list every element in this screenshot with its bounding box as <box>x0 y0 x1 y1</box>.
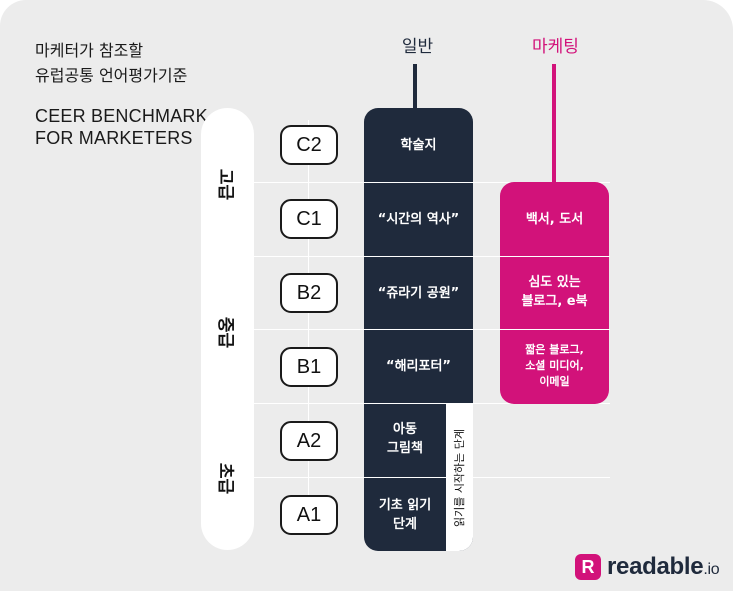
level-badge-c1: C1 <box>280 199 338 239</box>
general-example-c1: “시간의 역사” <box>377 212 460 227</box>
general-example-a1: 기초 읽기 단계 <box>378 498 432 532</box>
title-korean-line1: 마케터가 참조할 <box>35 41 144 60</box>
general-example-b1: “해리포터” <box>386 359 451 374</box>
tier-advanced: 고급 <box>215 168 235 201</box>
general-divider <box>364 329 473 330</box>
title-english-line1: CEER BENCHMARK <box>35 106 208 126</box>
general-example-b2: “쥬라기 공원” <box>377 286 460 301</box>
title-korean-line2: 유럽공통 언어평가기준 <box>35 66 188 85</box>
general-example-c2: 학술지 <box>400 138 437 153</box>
tier-intermediate: 중급 <box>215 316 235 349</box>
level-badge-b1: B1 <box>280 347 338 387</box>
level-connector-line <box>308 120 309 530</box>
title-english: CEER BENCHMARK FOR MARKETERS <box>35 105 235 149</box>
marketing-connector <box>552 64 556 184</box>
general-divider <box>364 182 473 183</box>
level-badge-c2: C2 <box>280 125 338 165</box>
marketing-example-b2: 심도 있는 블로그, e북 <box>521 275 588 309</box>
level-badge-a2: A2 <box>280 421 338 461</box>
logo-mark-icon: R <box>575 554 601 580</box>
title-english-line2: FOR MARKETERS <box>35 128 193 148</box>
general-divider <box>364 403 473 404</box>
marketing-column-bar <box>500 182 609 404</box>
tier-pill <box>201 108 254 550</box>
general-example-a2: 아동 그림책 <box>387 422 423 456</box>
tier-beginner: 초급 <box>215 462 235 495</box>
general-divider <box>364 256 473 257</box>
general-connector <box>413 64 417 108</box>
logo-wordmark: readable.io <box>607 553 720 580</box>
start-reading-strip <box>446 404 473 551</box>
general-divider <box>364 477 473 478</box>
marketing-divider <box>500 256 609 257</box>
level-badge-a1: A1 <box>280 495 338 535</box>
marketing-example-c1: 백서, 도서 <box>525 212 584 227</box>
level-badge-b2: B2 <box>280 273 338 313</box>
marketing-divider <box>500 329 609 330</box>
marketing-example-b1: 짧은 블로그, 소셜 미디어, 이메일 <box>525 343 584 388</box>
column-label-marketing: 마케팅 <box>532 37 579 57</box>
title-korean: 마케터가 참조할 유럽공통 언어평가기준 <box>35 38 235 88</box>
start-reading-label: 읽기를 시작하는 단계 <box>453 428 467 527</box>
column-label-general: 일반 <box>401 37 434 57</box>
